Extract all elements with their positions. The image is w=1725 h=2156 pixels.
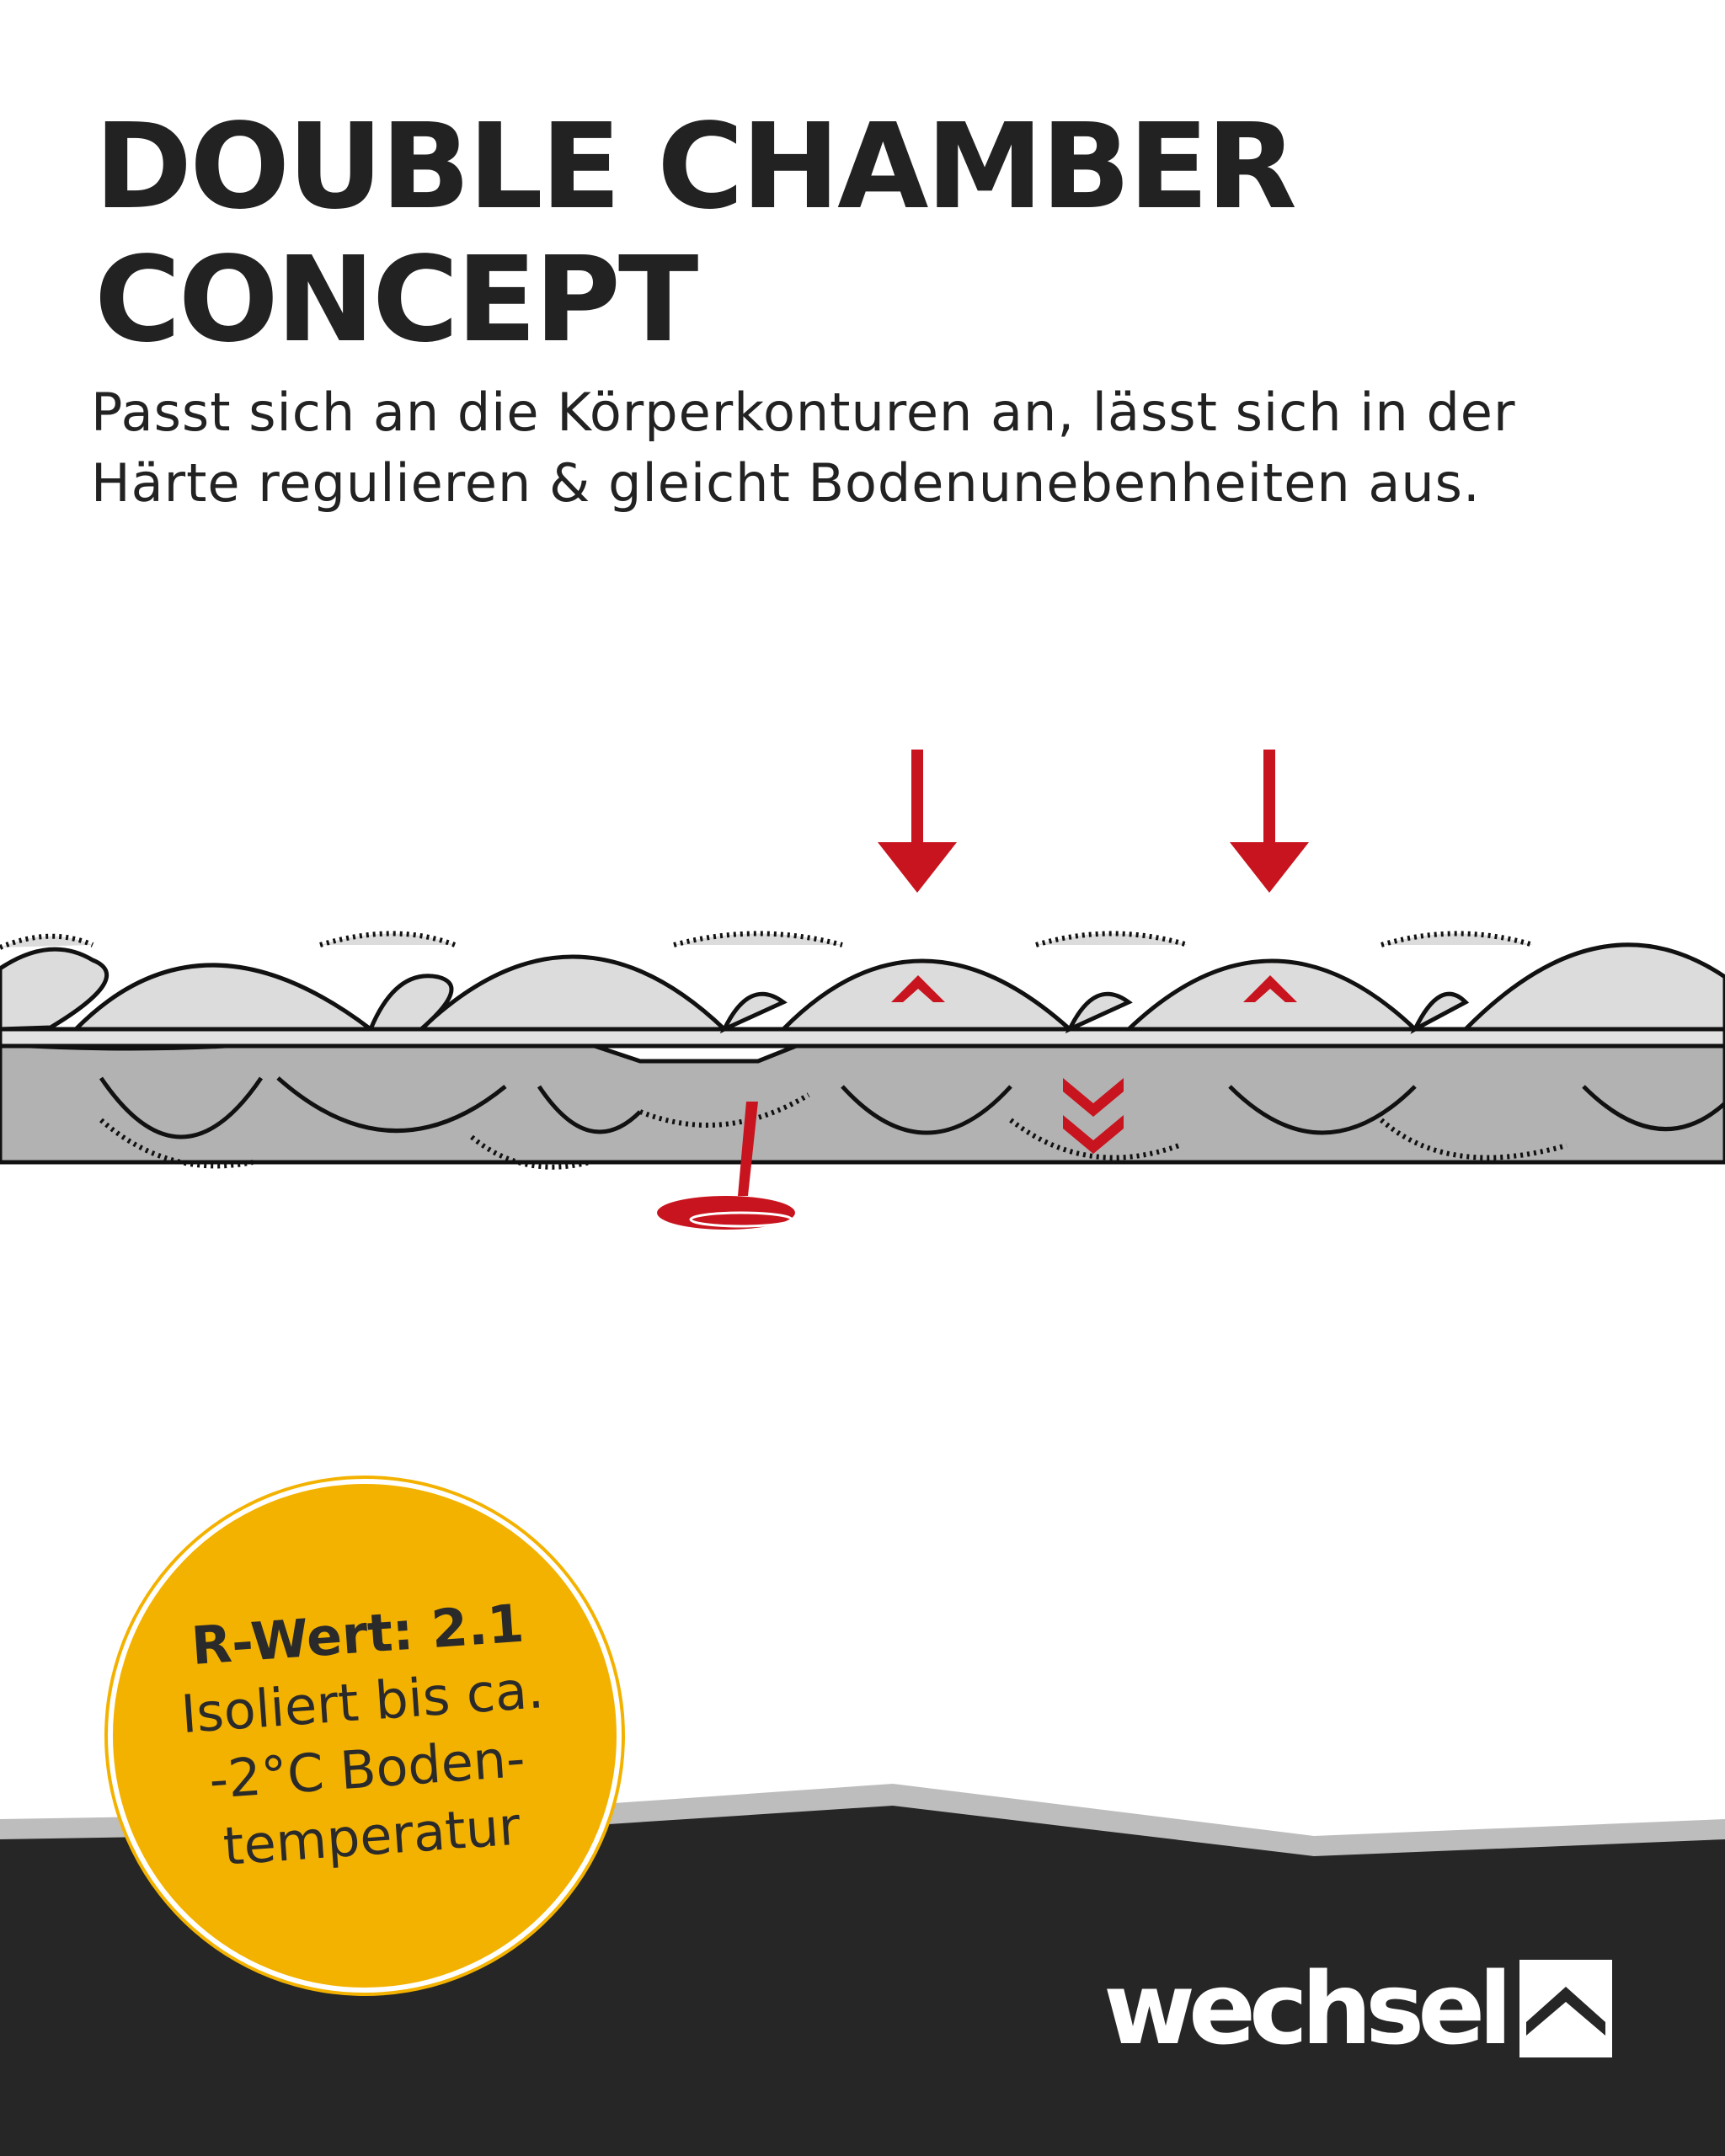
- upper-chamber: [1410, 991, 1470, 1034]
- lower-chamber: [1228, 1085, 1417, 1135]
- middle-strip: [0, 1027, 1725, 1049]
- brand-logo: wechsel: [1103, 1959, 1612, 2058]
- upper-chambers: [0, 942, 1725, 1034]
- pressure-arrow: [878, 750, 957, 893]
- pressure-arrow: [1230, 750, 1309, 893]
- upper-chamber: [719, 991, 788, 1034]
- upper-chamber: [0, 947, 109, 1032]
- subline-line-1: Passt sich an die Körperkonturen an, läs…: [91, 382, 1516, 443]
- double-chamber-diagram: [0, 750, 1725, 1230]
- brand-wordmark: wechsel: [1103, 1951, 1513, 2067]
- upper-chamber: [71, 963, 377, 1032]
- headline-line-1: DOUBLE CHAMBER: [94, 99, 1297, 236]
- upper-chamber: [415, 954, 730, 1032]
- headline: DOUBLE CHAMBER CONCEPT: [94, 101, 1610, 367]
- lower-chambers: [99, 1076, 1725, 1139]
- dotted-lower-chambers: [99, 1092, 1567, 1170]
- air-flow-chevron-up-icon: [891, 975, 1297, 1002]
- dotted-upper-chambers: [0, 931, 1534, 950]
- lower-chamber: [276, 1076, 507, 1134]
- upper-chamber: [1123, 958, 1421, 1032]
- upper-chamber: [1065, 991, 1133, 1034]
- air-flow-chevron-down-icon: [1063, 1078, 1124, 1154]
- subline-line-2: Härte regulieren & gleicht Bodenunebenhe…: [91, 452, 1481, 514]
- lower-chamber: [841, 1085, 1012, 1135]
- upper-chamber: [367, 974, 454, 1032]
- lower-chamber: [1582, 1085, 1725, 1131]
- subline: Passt sich an die Körperkonturen an, läs…: [91, 377, 1674, 519]
- headline-line-2: CONCEPT: [94, 232, 698, 369]
- upper-chamber: [1461, 942, 1725, 1032]
- lower-chamber: [537, 1085, 642, 1134]
- r-value-label: R-Wert:: [189, 1599, 416, 1677]
- r-value-number: 2.1: [429, 1592, 526, 1661]
- lower-chamber: [99, 1076, 264, 1139]
- ground-pin-icon: [657, 1102, 795, 1230]
- mountain-icon: [1519, 1960, 1612, 2057]
